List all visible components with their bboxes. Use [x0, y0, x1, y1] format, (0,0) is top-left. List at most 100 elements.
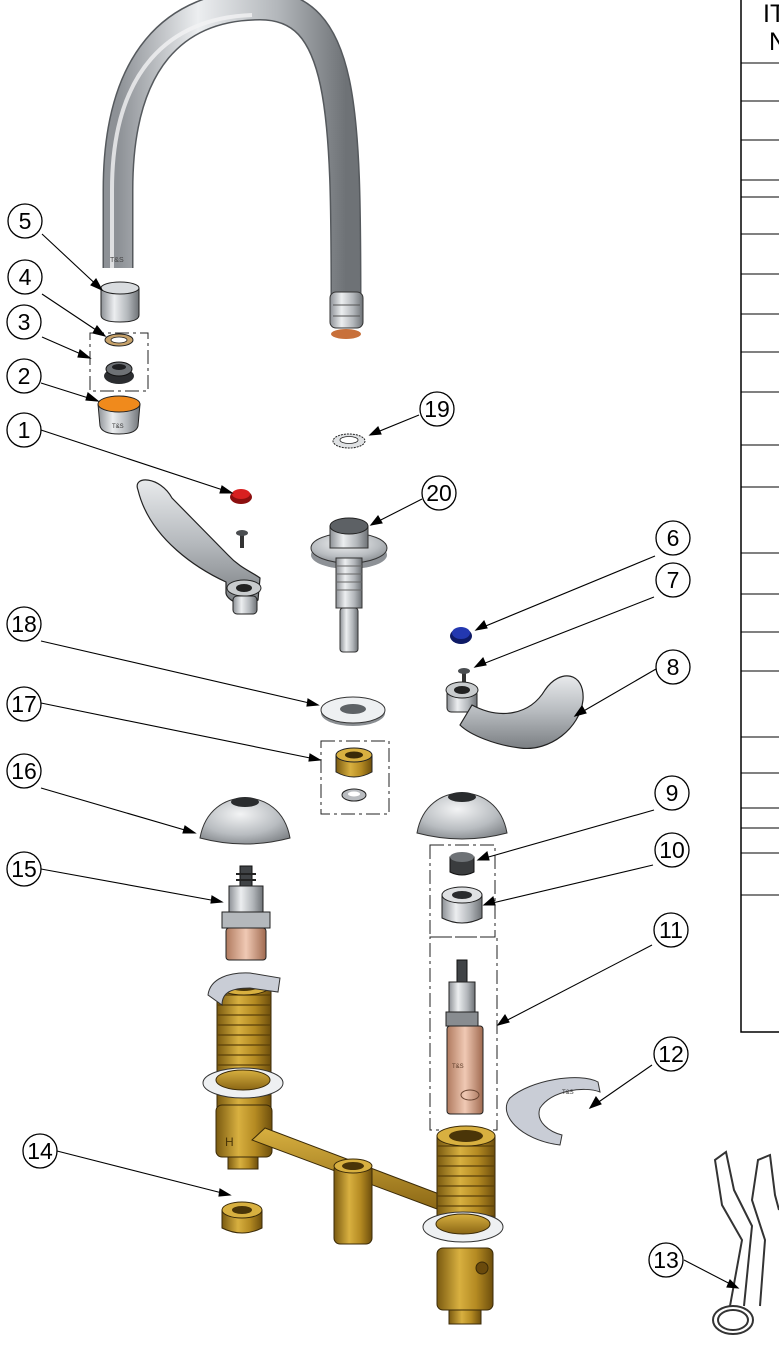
leader-3: [41, 336, 92, 359]
callout-number-12: 12: [658, 1041, 684, 1067]
leader-17: [40, 702, 322, 762]
callout-8: 8: [655, 649, 691, 685]
c-clip: T&S: [505, 1077, 601, 1146]
leader-14: [56, 1150, 232, 1197]
spout-bottom-nut: [329, 291, 364, 339]
dome-cap-right: [416, 792, 508, 840]
callout-circle-2: [6, 358, 42, 394]
callout-13: 13: [648, 1242, 684, 1278]
handle-screw-right: [458, 668, 470, 684]
leader-10: [482, 864, 654, 906]
svg-text:T&S: T&S: [112, 424, 124, 430]
callout-circle-17: [6, 686, 42, 722]
callout-number-13: 13: [653, 1247, 679, 1273]
callout-circle-6: [655, 520, 691, 556]
callout-1: 1: [6, 412, 42, 448]
callout-number-15: 15: [11, 856, 37, 882]
parts-table: IT N: [740, 0, 779, 1033]
callout-circle-20: [421, 475, 457, 511]
aerator-washer: [104, 333, 134, 347]
callout-10: 10: [654, 832, 690, 868]
installation-wrench: [712, 1150, 779, 1335]
callout-number-20: 20: [426, 480, 452, 506]
callout-17: 17: [6, 686, 42, 722]
leader-2: [40, 382, 100, 402]
leader-19: [368, 414, 420, 436]
flange-washer: [320, 696, 386, 726]
callout-6: 6: [655, 520, 691, 556]
callout-circle-18: [6, 606, 42, 642]
callout-circle-14: [22, 1133, 58, 1169]
spout-flange: [310, 517, 388, 653]
callout-19: 19: [419, 391, 455, 427]
callout-circle-7: [655, 562, 691, 598]
valve-body-assembly: H: [202, 972, 504, 1325]
callout-3: 3: [6, 304, 42, 340]
callout-5: 5: [7, 203, 43, 239]
leader-13: [683, 1259, 740, 1289]
lock-washer: [332, 433, 366, 449]
leader-1: [40, 429, 234, 494]
callout-circle-16: [6, 753, 42, 789]
leader-6: [474, 555, 656, 631]
callout-circle-11: [653, 912, 689, 948]
callout-number-10: 10: [659, 837, 685, 863]
coupling-nut: [221, 1201, 263, 1234]
callout-circle-3: [6, 304, 42, 340]
handle-screw-left: [236, 530, 248, 548]
callout-number-5: 5: [19, 208, 32, 234]
callout-number-11: 11: [659, 917, 683, 943]
red-index-button: [230, 489, 252, 504]
leader-7: [473, 596, 655, 668]
callout-number-3: 3: [18, 309, 31, 335]
callout-4: 4: [7, 259, 43, 295]
cartridge-box-upper: [429, 844, 496, 938]
wrist-blade-handle-right: [445, 675, 584, 749]
leader-18: [40, 640, 320, 707]
callout-15: 15: [6, 851, 42, 887]
callout-number-8: 8: [667, 654, 680, 680]
callout-number-19: 19: [424, 396, 450, 422]
leader-11: [496, 944, 653, 1026]
cartridge-box-lower: T&S: [429, 936, 498, 1131]
gooseneck-spout: T&S: [102, 0, 364, 339]
svg-text:T&S: T&S: [452, 1064, 464, 1070]
aerator-adapter: [100, 281, 140, 323]
callout-number-9: 9: [666, 780, 679, 806]
callout-number-1: 1: [18, 417, 31, 443]
leader-4: [41, 293, 107, 337]
callout-number-18: 18: [11, 611, 37, 637]
blue-index-button: [450, 627, 472, 644]
callout-number-2: 2: [18, 363, 31, 389]
callout-circle-12: [653, 1036, 689, 1072]
leader-8: [573, 668, 657, 717]
callout-circle-8: [655, 649, 691, 685]
callout-11: 11: [653, 912, 689, 948]
leader-16: [40, 787, 197, 834]
callout-9: 9: [654, 775, 690, 811]
leader-9: [476, 809, 655, 861]
leader-20: [369, 498, 423, 526]
callout-number-17: 17: [11, 691, 37, 717]
callout-circle-13: [648, 1242, 684, 1278]
svg-text:T&S: T&S: [562, 1090, 574, 1096]
callout-2: 2: [6, 358, 42, 394]
callout-circle-10: [654, 832, 690, 868]
callout-12: 12: [653, 1036, 689, 1072]
dome-cap-left: [199, 797, 291, 845]
callout-circle-9: [654, 775, 690, 811]
callout-number-4: 4: [19, 264, 32, 290]
svg-text:H: H: [225, 1135, 234, 1149]
callout-circle-1: [6, 412, 42, 448]
parts-table-header-line1: IT: [763, 0, 779, 28]
callout-number-6: 6: [667, 525, 680, 551]
leader-15: [40, 868, 224, 904]
callout-18: 18: [6, 606, 42, 642]
callout-circle-5: [7, 203, 43, 239]
aerator-body: T&S: [97, 395, 141, 435]
callout-7: 7: [655, 562, 691, 598]
parts-table-header-line2: N: [769, 28, 779, 56]
aerator-insert-box: [89, 332, 149, 392]
